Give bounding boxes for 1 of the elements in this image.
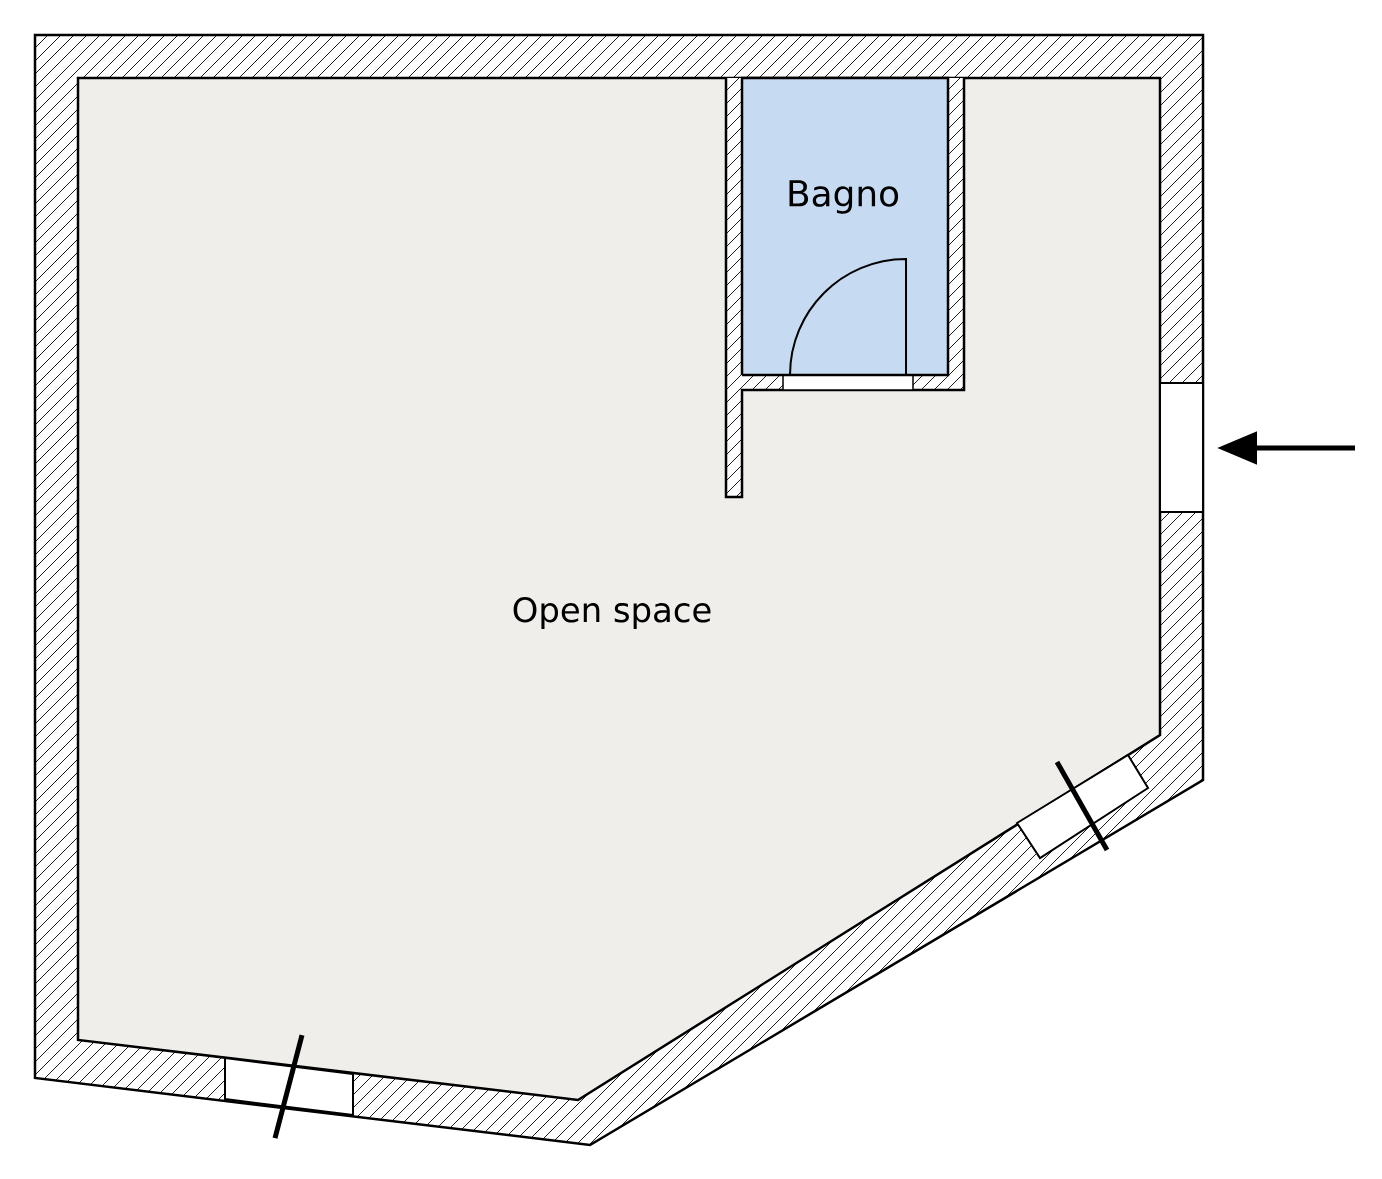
- room: Bagno: [740, 76, 950, 377]
